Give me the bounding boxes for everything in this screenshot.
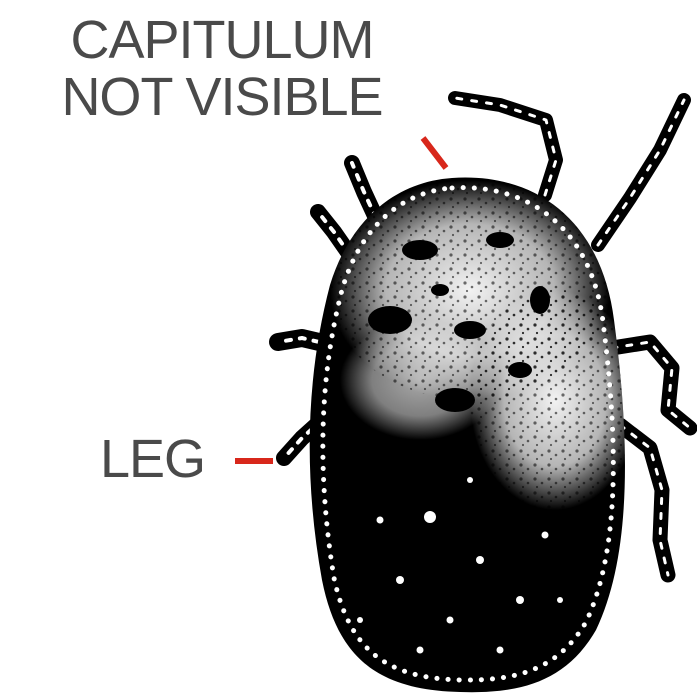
- leg-label: LEG: [100, 431, 205, 488]
- leg-right-middle: [612, 342, 690, 428]
- capitulum-label-line2: NOT VISIBLE: [22, 69, 422, 126]
- capitulum-leader-line: [423, 138, 446, 168]
- leg-right-front-b: [598, 100, 684, 245]
- tick-body: [310, 178, 640, 693]
- capitulum-label-line1: CAPITULUM: [22, 12, 422, 69]
- capitulum-label: CAPITULUM NOT VISIBLE: [22, 12, 422, 126]
